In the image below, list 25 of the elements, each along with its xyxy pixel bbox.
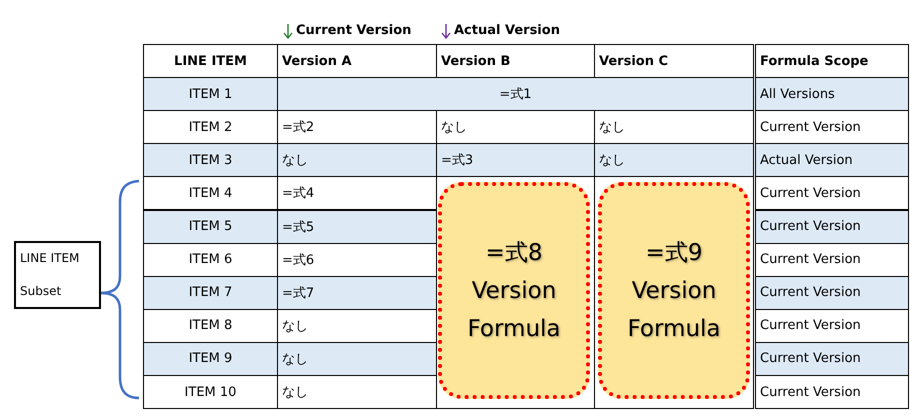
table-cell: ITEM 3 [143, 143, 278, 178]
table-cell: All Versions [755, 77, 909, 112]
table-cell: ITEM 5 [143, 210, 278, 244]
table-cell: ITEM 10 [143, 375, 278, 410]
subset-box: LINE ITEM Subset [14, 241, 101, 309]
table-cell: =式3 [436, 143, 595, 178]
table-cell: =式7 [277, 276, 437, 310]
table-cell: ITEM 9 [143, 342, 278, 376]
formula-box: =式8 Version Formula [438, 182, 590, 399]
table-cell: ITEM 7 [143, 276, 278, 310]
table-cell: なし [277, 342, 437, 376]
table-cell: Current Version [755, 210, 909, 244]
table-cell: ITEM 1 [143, 77, 278, 112]
table-cell: Actual Version [755, 143, 909, 178]
table-cell: =式5 [277, 210, 437, 244]
table-cell: =式1 [277, 77, 754, 112]
table-cell: なし [277, 143, 437, 178]
formula-box: =式9 Version Formula [598, 182, 750, 399]
table-cell: Current Version [755, 276, 909, 310]
column-annotation: Current Version [296, 23, 412, 38]
table-cell: Current Version [755, 176, 909, 210]
column-annotation: Actual Version [454, 23, 560, 38]
table-cell: なし [594, 143, 754, 178]
table-cell: Current Version [755, 375, 909, 410]
table-cell: Current Version [755, 342, 909, 376]
